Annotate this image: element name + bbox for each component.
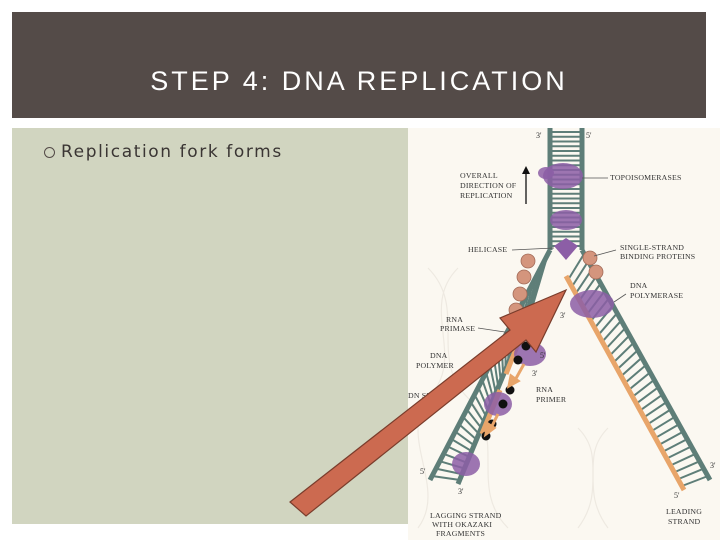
lagging-enzyme	[452, 452, 480, 476]
dna-polymerase-left-label-1: DNA	[430, 351, 448, 360]
dna-polymerase-right-label-2: POLYMERASE	[630, 291, 683, 300]
base-pair-rung	[662, 438, 688, 453]
base-pair-rung	[628, 371, 651, 391]
overall-direction-label-2: DIRECTION OF	[460, 181, 517, 190]
topoisomerase-blob	[538, 167, 554, 179]
end-primer-3: 3'	[532, 369, 538, 378]
base-pair-rung	[647, 408, 672, 426]
base-pair-rung	[624, 364, 647, 384]
base-pair-rung	[570, 260, 589, 288]
end-bottom-right: 3'	[710, 461, 716, 470]
end-bottom-left-inner: 3'	[458, 487, 464, 496]
base-pair-rung	[666, 445, 692, 460]
lagging-strand-label-3: FRAGMENTS	[436, 529, 485, 538]
lagging-strand-label-2: WITH OKAZAKI	[432, 520, 492, 529]
base-pair-rung	[605, 327, 627, 350]
base-pair-rung	[654, 423, 680, 439]
base-pair-rung	[639, 393, 664, 412]
dna-replication-fork-diagram: OVERALL DIRECTION OF REPLICATION TOPOISO…	[408, 128, 720, 540]
end-mid-right: 3'	[560, 311, 566, 320]
base-pair-rung	[651, 415, 676, 432]
slide-title: STEP 4: DNA REPLICATION	[150, 66, 568, 96]
dna-ligase	[484, 392, 512, 416]
leading-parent-backbone	[579, 248, 713, 482]
helicase-shape	[554, 238, 578, 260]
dna-polymerase-right-label-1: DNA	[630, 281, 648, 290]
end-bottom-left: 5'	[420, 467, 426, 476]
dna-ligase-label: DN SE	[408, 391, 431, 400]
bullet-item: Replication fork forms	[44, 141, 283, 163]
dna-polymerase-leading	[570, 290, 614, 318]
dna-polymerase-left-label-2: POLYMER	[416, 361, 454, 370]
helicase-label: HELICASE	[468, 245, 507, 254]
base-pair-rung	[616, 349, 639, 370]
topoisomerase-bottom	[550, 210, 582, 230]
lagging-strand-label-1: LAGGING STRAND	[430, 511, 502, 520]
base-pair-rung	[643, 401, 668, 419]
overall-direction-label-1: OVERALL	[460, 171, 498, 180]
base-pair-rung	[631, 379, 655, 398]
leading-strand-label-2: STRAND	[668, 517, 701, 526]
content-panel	[12, 128, 408, 524]
leading-strand-label-1: LEADING	[666, 507, 702, 516]
base-pair-rung	[620, 356, 643, 377]
overall-direction-label-3: REPLICATION	[460, 191, 513, 200]
rna-primer-label-2: PRIMER	[536, 395, 567, 404]
base-pair-rung	[677, 467, 705, 481]
base-pair-rung	[601, 319, 622, 343]
base-pair-rung	[597, 312, 618, 336]
ssb-label-1: SINGLE-STRAND	[620, 243, 684, 252]
title-bar: STEP 4: DNA REPLICATION	[12, 12, 706, 118]
rna-primase-label-2: PRIMASE	[440, 324, 475, 333]
base-pair-rung	[681, 475, 709, 487]
hollow-circle-bullet-icon	[44, 146, 55, 158]
overall-direction-arrowhead	[522, 166, 530, 174]
rna-primer-label-1: RNA	[536, 385, 553, 394]
end-top-right: 5'	[586, 131, 592, 140]
base-pair-rung	[609, 334, 631, 357]
end-bottom-right-inner: 5'	[674, 491, 680, 500]
end-top-left: 3'	[536, 131, 542, 140]
bullet-text: Replication fork forms	[61, 142, 283, 162]
base-pair-rung	[635, 386, 659, 405]
base-pair-rung	[567, 253, 585, 281]
end-primer-5: 5'	[540, 351, 546, 360]
base-pair-rung	[670, 452, 697, 467]
base-pair-rung	[673, 460, 701, 474]
rna-primase-label-1: RNA	[446, 315, 463, 324]
base-pair-rung	[658, 430, 684, 446]
topoisomerases-label: TOPOISOMERASES	[610, 173, 682, 182]
ssb-label-2: BINDING PROTEINS	[620, 252, 695, 261]
topoisomerase-top	[543, 163, 583, 189]
base-pair-rung	[612, 342, 635, 364]
